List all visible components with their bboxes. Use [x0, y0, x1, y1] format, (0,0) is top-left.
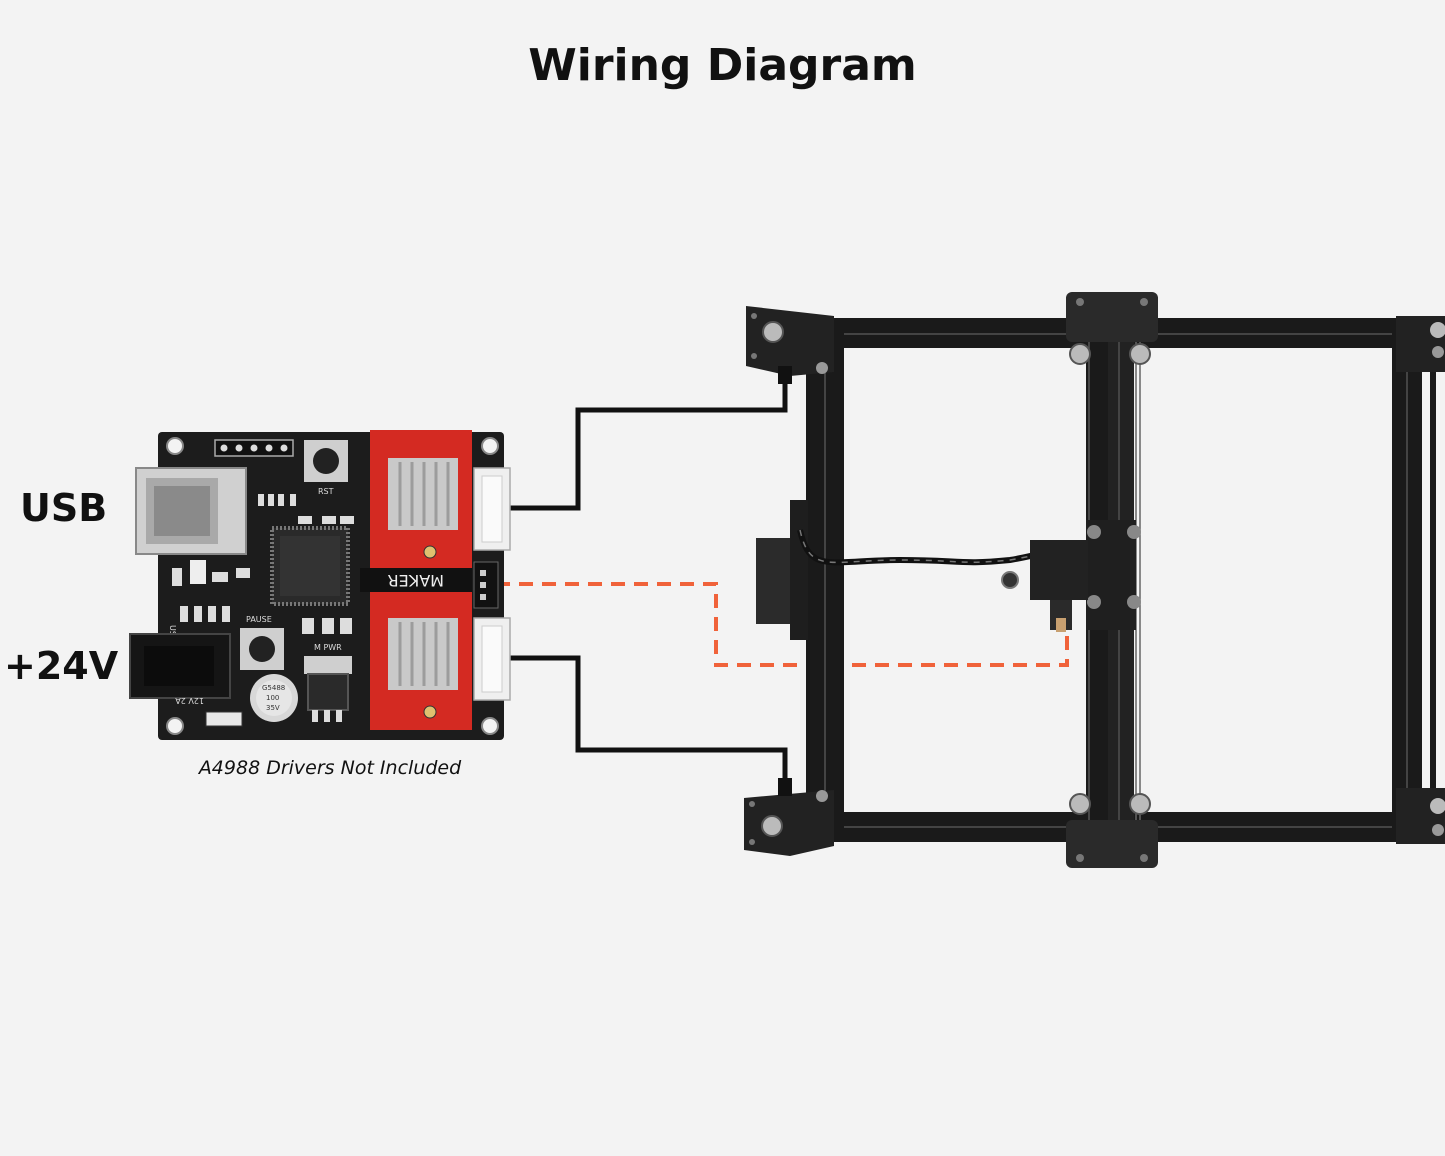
dc-power-jack: [129, 633, 231, 699]
y-motor-wire: [508, 655, 788, 785]
svg-text:100: 100: [266, 694, 279, 702]
laser-connector: [473, 561, 499, 609]
usb-label: USB: [20, 486, 108, 530]
stepper-driver-x: [370, 430, 472, 568]
mount-hole: [166, 437, 184, 455]
usb-port: [135, 467, 247, 555]
corner-plate-bottom-left: [744, 790, 834, 856]
y-motor-connector: [473, 617, 511, 701]
gantry-carriage-top: [1066, 292, 1158, 365]
engraver-frame: [744, 292, 1445, 868]
x-motor-wire: [508, 380, 788, 511]
reset-button: [304, 440, 348, 482]
x-motor-connector: [473, 467, 511, 551]
svg-text:G5488: G5488: [262, 684, 285, 692]
m-pwr-silkscreen: M PWR: [314, 643, 342, 652]
microcontroller-chip: [270, 526, 350, 606]
power-rating-silkscreen: 12V 2A: [175, 696, 204, 705]
brand-silkscreen: MAKER: [388, 571, 444, 590]
laser-head: [1001, 520, 1141, 632]
stepper-driver-y: [370, 592, 472, 730]
mount-hole: [481, 717, 499, 735]
gantry-carriage-bottom: [1066, 793, 1158, 868]
drivers-note: A4988 Drivers Not Included: [198, 757, 462, 779]
power-label: +24V: [4, 644, 119, 688]
pause-silkscreen: PAUSE: [246, 615, 272, 624]
page-title: Wiring Diagram: [528, 40, 917, 91]
svg-text:35V: 35V: [266, 704, 280, 712]
wires: [496, 380, 1069, 785]
cable-holder: [756, 500, 808, 640]
corner-plate-top-left: [746, 306, 834, 376]
mount-hole: [166, 717, 184, 735]
pause-button: [240, 628, 284, 670]
capacitor: G5488 100 35V: [250, 674, 298, 722]
control-board: RST USB PAUSE: [129, 430, 511, 740]
rst-silkscreen: RST: [318, 487, 334, 496]
mount-hole: [481, 437, 499, 455]
laser-wire: [496, 582, 1069, 667]
voltage-regulator: [304, 656, 352, 722]
